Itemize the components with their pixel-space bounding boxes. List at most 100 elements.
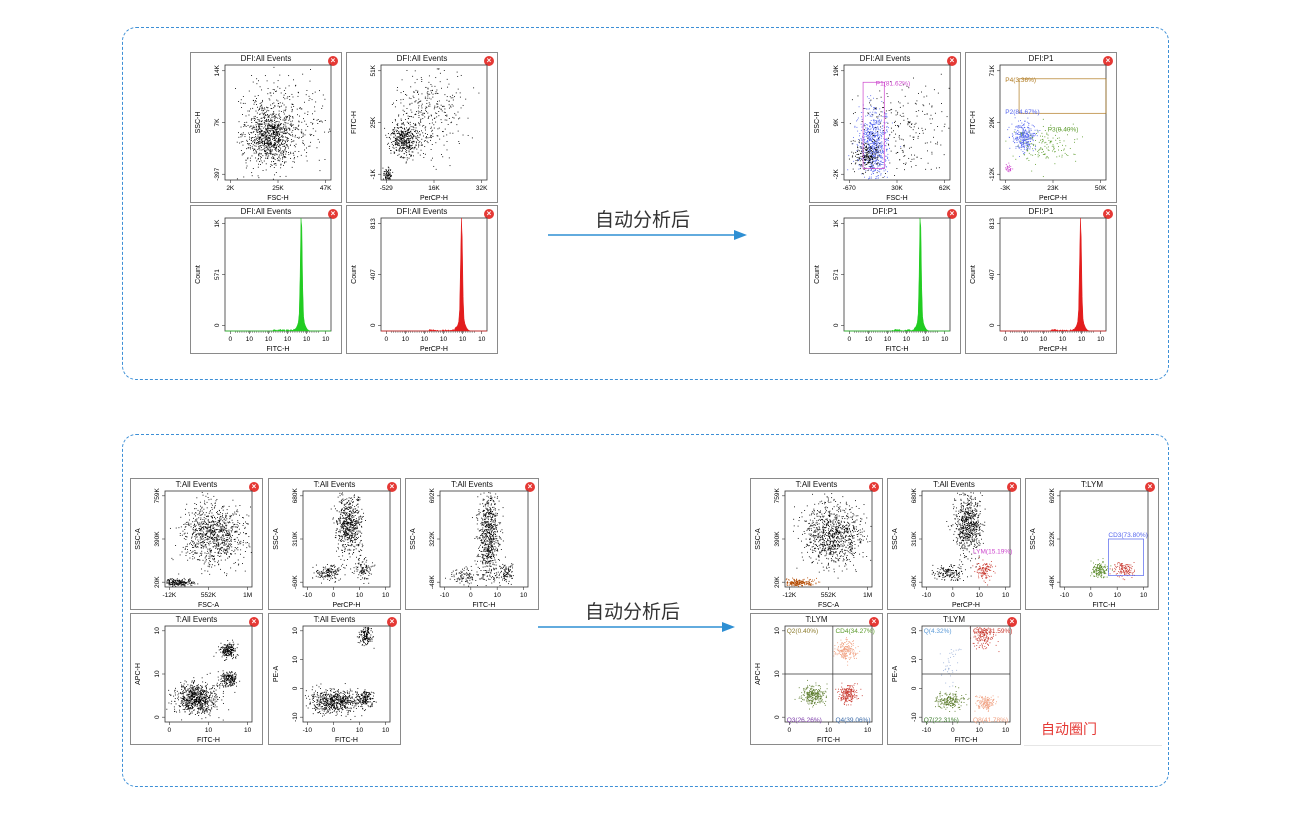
close-icon[interactable]: × [387,482,397,492]
gate-label: Q(4.32%) [924,628,952,635]
x-tick-label: 0 [384,336,388,343]
top-arrow-icon [548,230,747,240]
y-tick-label: 10 [292,656,299,664]
x-tick-label: -10 [303,727,313,734]
close-icon[interactable]: × [328,209,338,219]
close-icon[interactable]: × [947,56,957,66]
close-icon[interactable]: × [869,617,879,627]
y-tick-label: 0 [833,323,840,327]
close-icon[interactable]: × [249,617,259,627]
y-tick-label: 71K [989,64,996,76]
y-tick-label: -60K [911,575,918,589]
plot-title: DFI:P1 [872,207,898,216]
plot-area [302,490,391,588]
y-axis-label: SSC-A [135,528,142,550]
close-icon[interactable]: × [1007,617,1017,627]
gate-label: Q8(41.78%) [973,717,1008,724]
y-tick-label: 680K [292,488,299,504]
x-tick-label: 16K [428,185,440,192]
plot-area [224,217,332,332]
x-axis-label: FITC-H [955,737,978,744]
x-tick-label: 23K [1047,185,1059,192]
close-icon[interactable]: × [869,482,879,492]
y-axis-label: SSC-A [892,528,899,550]
y-tick-label: -60K [292,575,299,589]
x-tick-label: 10 [1140,592,1148,599]
y-tick-label: 0 [370,323,377,327]
x-tick-label: 1M [863,592,872,599]
close-icon[interactable]: × [525,482,535,492]
auto-gate-label: 自动圈门 [1041,722,1097,738]
x-tick-label: 10 [1114,592,1122,599]
x-axis-label: FITC-H [1093,602,1116,609]
x-tick-label: 552K [201,592,217,599]
plot-area [302,625,391,723]
x-tick-label: 25K [272,185,284,192]
y-tick-label: 813 [989,218,996,229]
y-tick-label: 10 [292,627,299,635]
y-tick-label: 571 [214,269,221,280]
scatter-points [785,493,872,587]
close-icon[interactable]: × [484,209,494,219]
y-tick-label: 1K [214,219,221,228]
plot-title: T:All Events [451,480,493,489]
close-icon[interactable]: × [484,56,494,66]
x-tick-label: -3K [1000,185,1011,192]
close-icon[interactable]: × [1103,56,1113,66]
gate-label: LYM(15.19%) [973,549,1012,556]
x-tick-label: 0 [1003,336,1007,343]
y-axis-label: APC-H [755,663,762,685]
y-axis-label: Count [351,265,358,284]
y-tick-label: -1K [370,169,377,180]
close-icon[interactable]: × [1103,209,1113,219]
scatter-points [847,73,950,180]
x-tick-label: 10 [825,727,833,734]
close-icon[interactable]: × [249,482,259,492]
close-icon[interactable]: × [1145,482,1155,492]
close-icon[interactable]: × [387,617,397,627]
close-icon[interactable]: × [947,209,957,219]
plot-title: T:LYM [942,615,966,624]
x-tick-label: 10 [1021,336,1029,343]
x-axis-label: PerCP-H [1039,195,1067,202]
close-icon[interactable]: × [1007,482,1017,492]
x-tick-label: 10 [303,336,311,343]
x-tick-label: -12K [162,592,176,599]
x-tick-label: 10 [922,336,930,343]
scatter-points [382,68,480,180]
y-tick-label: 20K [154,576,161,588]
y-axis-label: FITC-H [351,111,358,134]
bottom-arrow-icon [538,622,735,632]
close-icon[interactable]: × [328,56,338,66]
x-tick-label: -10 [440,592,450,599]
x-tick-label: 10 [941,336,949,343]
histogram-series [1000,217,1106,332]
plot-title: T:All Events [313,615,356,624]
gate-label: Q7(22.31%) [924,717,959,724]
bottom-arrow-label: 自动分析后 [585,601,681,623]
